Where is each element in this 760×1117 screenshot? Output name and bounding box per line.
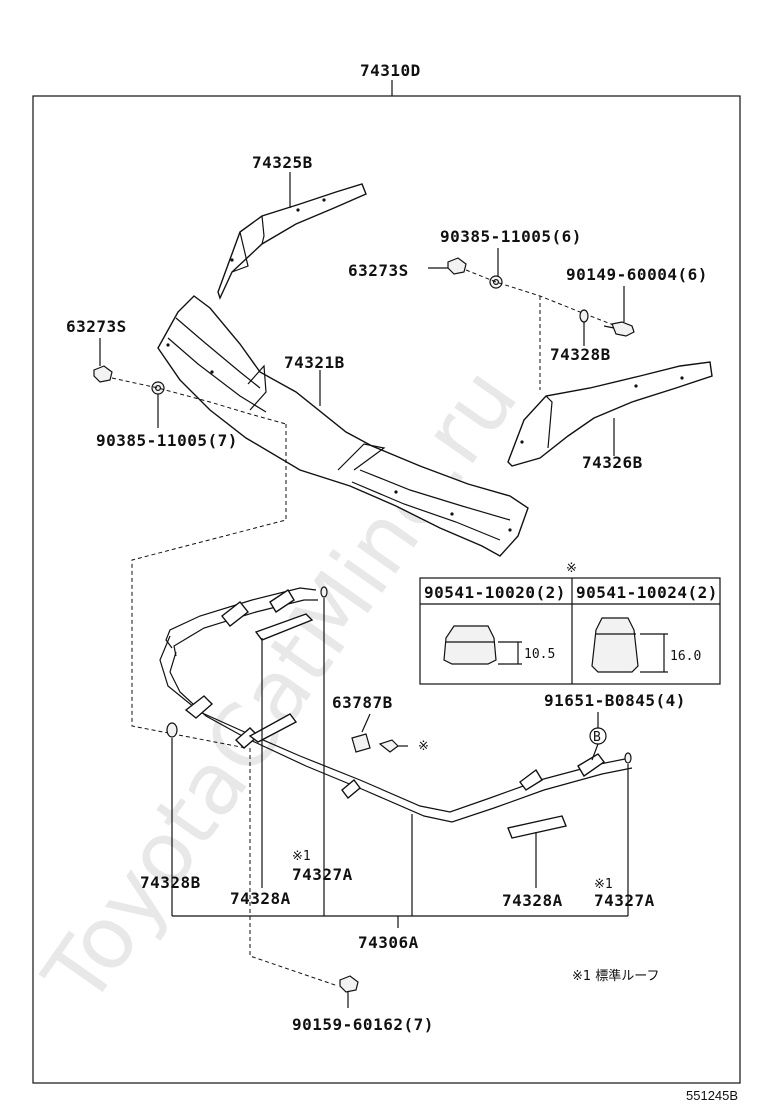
label-90385-left: 90385-11005(7) <box>96 431 238 450</box>
note-mark-63787B: ※ <box>418 739 429 754</box>
part-74325B-shape <box>217 183 367 300</box>
label-63273S-top: 63273S <box>348 261 409 280</box>
inset-col2-dim: 16.0 <box>670 649 701 664</box>
bolt-90159-icon <box>339 975 359 1008</box>
label-74326B: 74326B <box>582 453 643 472</box>
part-74321B-shape <box>157 295 529 557</box>
label-74327A-left: 74327A <box>292 865 353 884</box>
label-74327A-right: 74327A <box>594 891 655 910</box>
label-63273S-left: 63273S <box>66 317 127 336</box>
inset-note-mark: ※ <box>566 561 577 576</box>
clip-63273S-left-icon <box>93 365 113 383</box>
label-74328B-top: 74328B <box>550 345 611 364</box>
part-74328A-left-strip <box>254 613 314 641</box>
label-74328A-right: 74328A <box>502 891 563 910</box>
part-63787B-icon <box>351 733 408 753</box>
clip-63273S-top-icon <box>447 257 467 275</box>
label-74325B: 74325B <box>252 153 313 172</box>
label-74328B-bottom: 74328B <box>140 873 201 892</box>
inset-table: ※ 90541-10020(2) 90541-10024(2) 10.5 16.… <box>419 561 721 685</box>
nut-90385-left-icon <box>151 381 165 395</box>
figure-code: 551245B <box>686 1088 738 1103</box>
callout-b-label: B <box>593 730 601 745</box>
nut-90385-top-icon <box>489 275 503 289</box>
label-91651: 91651-B0845(4) <box>544 691 686 710</box>
label-74328A-left: 74328A <box>230 889 291 908</box>
bolt-90149-icon <box>603 321 635 337</box>
inset-col2-header: 90541-10024(2) <box>576 583 718 602</box>
label-90385-top: 90385-11005(6) <box>440 227 582 246</box>
diagram-frame <box>32 95 741 1084</box>
label-90159: 90159-60162(7) <box>292 1015 434 1034</box>
label-74321B: 74321B <box>284 353 345 372</box>
washer-74328B-bottom-icon <box>166 722 178 738</box>
part-74326B-shape <box>507 361 713 467</box>
washer-74328B-top-icon <box>579 309 589 323</box>
assembly-label: 74310D <box>360 61 421 80</box>
note-mark-1-right: ※1 <box>594 877 613 892</box>
label-63787B: 63787B <box>332 693 393 712</box>
part-74306A-frame-shape <box>159 587 633 823</box>
part-74328A-right-strip <box>507 815 567 839</box>
part-74327A-right-icon <box>624 752 632 764</box>
label-90149: 90149-60004(6) <box>566 265 708 284</box>
part-74327A-left-icon <box>320 586 328 598</box>
label-74306A: 74306A <box>358 933 419 952</box>
inset-col1-dim: 10.5 <box>524 647 555 662</box>
legend-note: ※1 標準ルーフ <box>572 968 660 984</box>
inset-col1-header: 90541-10020(2) <box>424 583 566 602</box>
note-mark-1-left: ※1 <box>292 849 311 864</box>
